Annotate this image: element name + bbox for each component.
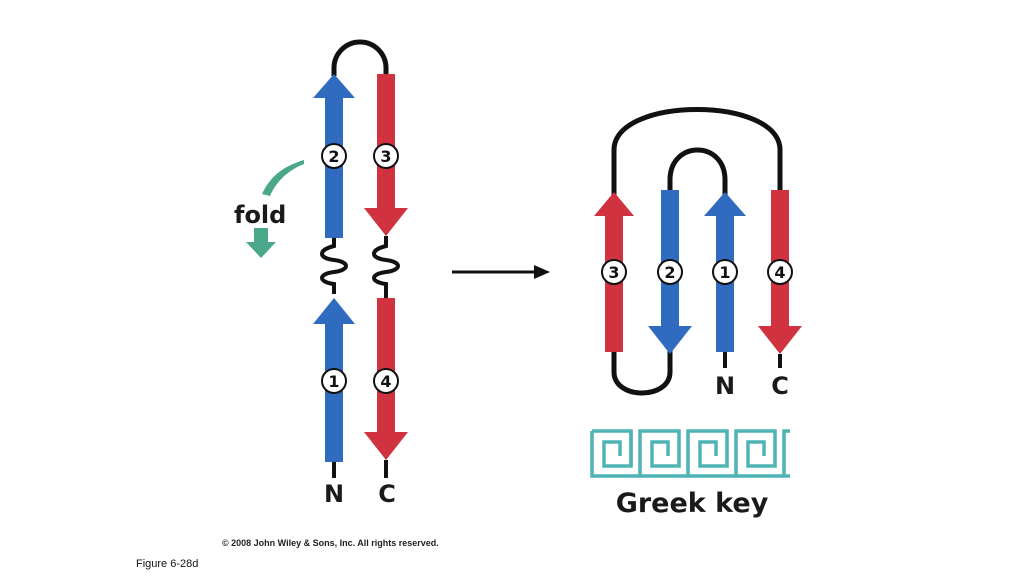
fold-label: fold <box>234 201 286 229</box>
left-c-terminus: C <box>378 480 396 508</box>
svg-text:3: 3 <box>608 263 619 282</box>
greek-strand-number-2: 2 <box>657 259 683 285</box>
greek-key-meander-icon <box>590 429 790 478</box>
greek-strand-number-1: 1 <box>712 259 738 285</box>
outer-loop <box>611 107 783 196</box>
strand-number-4: 4 <box>373 368 399 394</box>
svg-text:3: 3 <box>380 147 391 166</box>
svg-text:1: 1 <box>719 263 730 282</box>
fold-curve-arrow-icon <box>262 160 304 196</box>
fold-down-arrow-icon <box>246 228 276 258</box>
fold-annotation: fold <box>234 160 304 258</box>
greek-strand-number-4: 4 <box>767 259 793 285</box>
bottom-loop <box>611 350 673 396</box>
top-loop <box>331 39 389 76</box>
svg-text:2: 2 <box>328 147 339 166</box>
transform-arrow <box>452 265 550 279</box>
linker-squiggle-left <box>320 238 348 294</box>
greek-c-terminus: C <box>771 372 789 400</box>
left-hairpin: 2 3 1 4 N C <box>313 39 408 508</box>
strand-number-3: 3 <box>373 143 399 169</box>
figure-label: Figure 6-28d <box>136 558 199 570</box>
linker-squiggle-right <box>372 236 400 298</box>
greek-n-terminus: N <box>715 372 735 400</box>
svg-text:2: 2 <box>664 263 675 282</box>
strand-number-1: 1 <box>321 368 347 394</box>
left-n-terminus: N <box>324 480 344 508</box>
greek-strand-number-3: 3 <box>601 259 627 285</box>
svg-text:1: 1 <box>328 372 339 391</box>
svg-text:4: 4 <box>774 263 785 282</box>
strand-number-2: 2 <box>321 143 347 169</box>
greek-key-fold: 3 2 1 4 N C <box>594 107 802 400</box>
svg-text:4: 4 <box>380 372 391 391</box>
outer-top-loop <box>616 113 758 200</box>
inner-loop <box>667 147 728 196</box>
copyright-notice: © 2008 John Wiley & Sons, Inc. All right… <box>222 538 439 548</box>
greek-key-caption: Greek key <box>616 488 769 519</box>
